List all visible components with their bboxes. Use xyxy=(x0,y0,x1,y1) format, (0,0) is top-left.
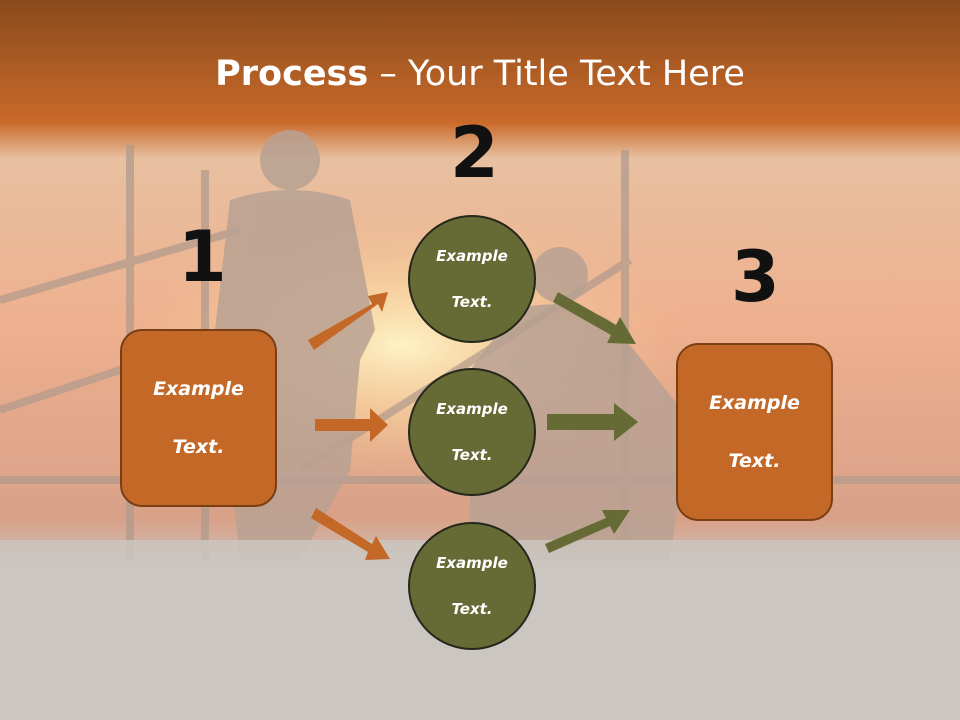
step-label-1: 1 xyxy=(178,216,227,298)
arrow-to-circle-top xyxy=(308,292,388,350)
arrow-to-circle-bottom xyxy=(311,508,390,560)
step-label-2: 2 xyxy=(450,112,499,194)
circle-bottom-line1: Example xyxy=(436,553,508,572)
circle-middle-line2: Text. xyxy=(451,445,493,464)
arrow-from-circle-middle xyxy=(547,403,638,441)
circle-top-line1: Example xyxy=(436,246,508,265)
right-box-line1: Example xyxy=(709,391,800,414)
left-box-line2: Text. xyxy=(172,435,225,458)
circle-middle-line1: Example xyxy=(436,399,508,418)
circle-bottom-line2: Text. xyxy=(451,599,493,618)
slide-title: Process – Your Title Text Here xyxy=(0,52,960,96)
step-label-3: 3 xyxy=(731,236,780,318)
arrow-from-circle-top xyxy=(553,292,636,344)
right-box-line2: Text. xyxy=(728,449,781,472)
title-bold: Process xyxy=(215,54,369,94)
left-box-line1: Example xyxy=(153,377,244,400)
circle-top-line2: Text. xyxy=(451,292,493,311)
arrow-from-circle-bottom xyxy=(545,510,630,553)
arrow-to-circle-middle xyxy=(315,408,388,442)
title-rest: – Your Title Text Here xyxy=(368,54,745,94)
